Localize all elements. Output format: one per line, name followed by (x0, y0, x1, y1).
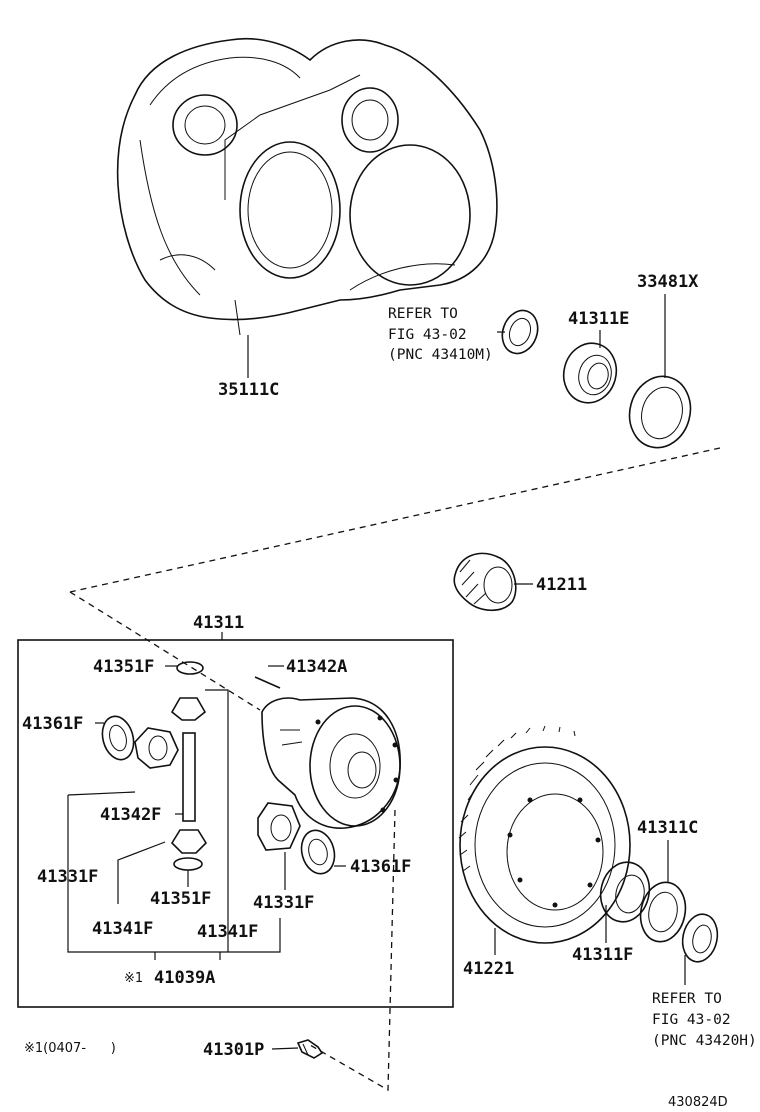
seal-33481X[interactable] (622, 369, 699, 454)
label-41301P: 41301P (203, 1040, 264, 1060)
assembly-line-bottom (309, 809, 396, 1092)
transaxle-housing[interactable] (116, 37, 498, 378)
washer-41361F-right[interactable] (297, 827, 339, 878)
washer-41361F-left[interactable] (98, 713, 138, 763)
refer-top-line1: REFER TO (388, 306, 458, 322)
kit-bracket-lines (67, 795, 281, 953)
refer-top-line3: (PNC 43410M) (388, 347, 493, 363)
oil-seal-refer[interactable] (497, 306, 544, 359)
refer-note-top: REFER TO FIG 43-02 (PNC 43410M) (388, 306, 493, 363)
pin-41342A[interactable] (254, 676, 281, 689)
refer-top-line2: FIG 43-02 (388, 327, 467, 343)
oil-seal-refer-bottom[interactable] (678, 911, 721, 965)
side-gear-left[interactable] (134, 727, 179, 769)
label-41341F-left: 41341F (92, 919, 153, 939)
label-41342F: 41342F (100, 805, 161, 825)
label-41342A: 41342A (286, 657, 347, 677)
pinion-gear-bottom[interactable] (170, 829, 208, 854)
differential-assembly-box (17, 639, 454, 1008)
refer-bottom-line2: FIG 43-02 (652, 1012, 731, 1028)
label-41351F-top: 41351F (93, 657, 154, 677)
label-41331F-right: 41331F (253, 893, 314, 913)
label-41311E: 41311E (568, 309, 629, 329)
ring-gear-41221[interactable] (458, 725, 631, 944)
label-41221: 41221 (463, 959, 514, 979)
pinion-shaft-41342F[interactable] (182, 732, 196, 822)
label-41311C: 41311C (637, 818, 698, 838)
bolt-41301P[interactable] (296, 1039, 324, 1059)
footnote-applicability: ※1(0407- ) (24, 1041, 116, 1056)
thrust-washer-41351F-top[interactable] (176, 661, 204, 675)
differential-case[interactable] (261, 697, 401, 829)
refer-bottom-line3: (PNC 43420H) (652, 1033, 757, 1049)
label-41351F-bottom: 41351F (150, 889, 211, 909)
side-gear-right[interactable] (257, 802, 301, 851)
figure-code: 430824D (668, 1095, 728, 1110)
label-41211: 41211 (536, 575, 587, 595)
label-note-mark: ※1 (124, 971, 143, 986)
assembly-line-left (69, 591, 261, 711)
label-41341F-right: 41341F (197, 922, 258, 942)
bearing-41311E[interactable] (557, 337, 623, 408)
shim-41311C[interactable] (635, 878, 691, 946)
pinion-gear-top[interactable] (170, 697, 207, 721)
label-41311: 41311 (193, 613, 244, 633)
assembly-line-top (69, 447, 721, 593)
label-33481X: 33481X (637, 272, 699, 292)
label-41311F: 41311F (572, 945, 633, 965)
label-35111C: 35111C (218, 380, 279, 400)
speedometer-gear-41211[interactable] (453, 552, 517, 612)
thrust-washer-41351F-bottom[interactable] (173, 857, 203, 871)
refer-note-bottom: REFER TO FIG 43-02 (PNC 43420H) (652, 991, 757, 1049)
bearing-41311F[interactable] (595, 858, 654, 927)
label-41039A: 41039A (154, 968, 215, 988)
refer-bottom-line1: REFER TO (652, 991, 722, 1007)
label-41361F-right: 41361F (350, 857, 411, 877)
label-41361F-left: 41361F (22, 714, 83, 734)
label-41331F-left: 41331F (37, 867, 98, 887)
